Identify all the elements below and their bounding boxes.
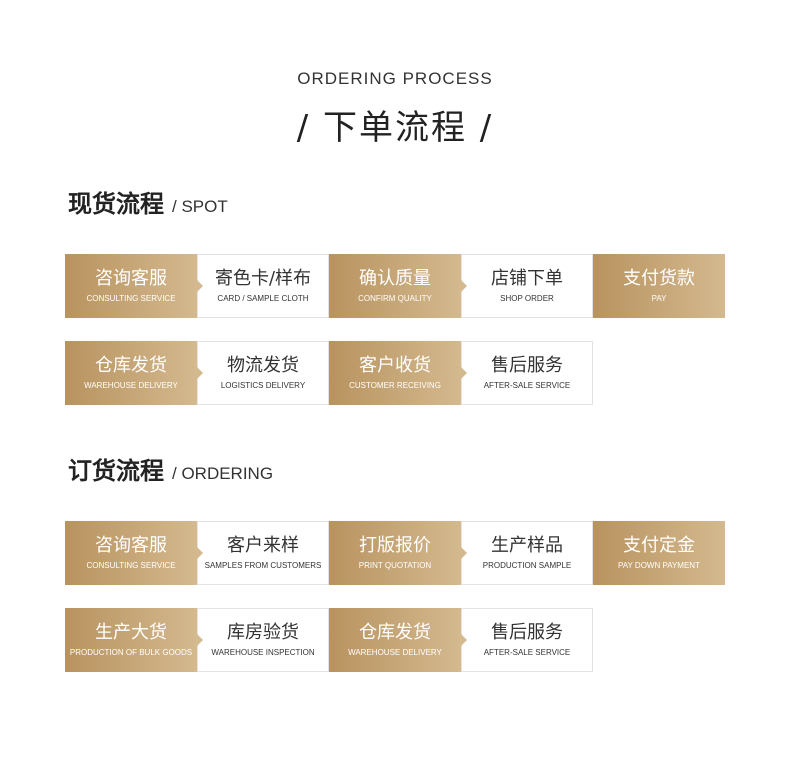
ordering-step-customer-samples: 客户来样 SAMPLES FROM CUSTOMERS <box>197 521 329 585</box>
spot-step-customer-receiving: 客户收货 CUSTOMER RECEIVING <box>329 341 467 405</box>
ordering-step-down-payment: 支付定金 PAY DOWN PAYMENT <box>593 521 725 585</box>
arrow-right-icon <box>461 547 467 559</box>
step-label-en: AFTER-SALE SERVICE <box>483 648 571 657</box>
step-label-cn: 打版报价 <box>359 535 431 556</box>
step-label-cn: 生产样品 <box>491 535 563 556</box>
step-label-en: PAY <box>651 294 667 303</box>
ordering-row-1: 咨询客服 CONSULTING SERVICE 客户来样 SAMPLES FRO… <box>65 521 725 585</box>
step-label-cn: 咨询客服 <box>95 268 167 289</box>
step-label-cn: 确认质量 <box>359 268 431 289</box>
step-label-en: CONFIRM QUALITY <box>358 294 432 303</box>
step-label-cn: 仓库发货 <box>95 355 167 376</box>
step-label-en: LOGISTICS DELIVERY <box>220 381 306 390</box>
arrow-right-icon <box>197 280 203 292</box>
spot-step-logistics: 物流发货 LOGISTICS DELIVERY <box>197 341 329 405</box>
ordering-step-warehouse-delivery: 仓库发货 WAREHOUSE DELIVERY <box>329 608 467 672</box>
step-label-en: PRINT QUOTATION <box>358 561 432 570</box>
ordering-title-cn: 订货流程 <box>68 457 164 485</box>
ordering-section-title: 订货流程 / ORDERING <box>68 451 274 485</box>
ordering-row-2: 生产大货 PRODUCTION OF BULK GOODS 库房验货 WAREH… <box>65 608 593 672</box>
arrow-right-icon <box>197 547 203 559</box>
step-label-cn: 支付定金 <box>623 535 695 556</box>
arrow-right-icon <box>197 634 203 646</box>
step-label-en: SAMPLES FROM CUSTOMERS <box>204 561 322 570</box>
header-title-en: ORDERING PROCESS <box>297 69 493 88</box>
spot-step-warehouse-delivery: 仓库发货 WAREHOUSE DELIVERY <box>65 341 203 405</box>
step-label-en: CONSULTING SERVICE <box>86 561 176 570</box>
spot-step-sample-card: 寄色卡/样布 CARD / SAMPLE CLOTH <box>197 254 329 318</box>
step-label-cn: 寄色卡/样布 <box>214 268 312 289</box>
arrow-right-icon <box>197 367 203 379</box>
spot-section-title: 现货流程 / SPOT <box>68 184 228 218</box>
step-label-en: WAREHOUSE INSPECTION <box>211 648 315 657</box>
ordering-step-after-sale: 售后服务 AFTER-SALE SERVICE <box>461 608 593 672</box>
step-label-cn: 支付货款 <box>623 268 695 289</box>
spot-title-en: / SPOT <box>172 197 228 216</box>
step-label-en: WAREHOUSE DELIVERY <box>348 648 442 657</box>
step-label-cn: 库房验货 <box>227 622 299 643</box>
step-label-cn: 生产大货 <box>95 622 167 643</box>
step-label-cn: 客户收货 <box>359 355 431 376</box>
step-label-cn: 咨询客服 <box>95 535 167 556</box>
spot-step-after-sale: 售后服务 AFTER-SALE SERVICE <box>461 341 593 405</box>
spot-step-shop-order: 店铺下单 SHOP ORDER <box>461 254 593 318</box>
ordering-step-consulting: 咨询客服 CONSULTING SERVICE <box>65 521 203 585</box>
spot-step-pay: 支付货款 PAY <box>593 254 725 318</box>
step-label-en: PRODUCTION SAMPLE <box>482 561 572 570</box>
step-label-cn: 售后服务 <box>491 355 563 376</box>
step-label-cn: 物流发货 <box>227 355 299 376</box>
step-label-en: CARD / SAMPLE CLOTH <box>217 294 309 303</box>
step-label-en: SHOP ORDER <box>500 294 554 303</box>
step-label-en: AFTER-SALE SERVICE <box>483 381 571 390</box>
step-label-en: WAREHOUSE DELIVERY <box>84 381 178 390</box>
ordering-step-production-sample: 生产样品 PRODUCTION SAMPLE <box>461 521 593 585</box>
arrow-right-icon <box>461 367 467 379</box>
step-label-en: PAY DOWN PAYMENT <box>618 561 700 570</box>
spot-row-1: 咨询客服 CONSULTING SERVICE 寄色卡/样布 CARD / SA… <box>65 254 725 318</box>
step-label-en: CUSTOMER RECEIVING <box>349 381 441 390</box>
spot-step-confirm-quality: 确认质量 CONFIRM QUALITY <box>329 254 467 318</box>
spot-row-2: 仓库发货 WAREHOUSE DELIVERY 物流发货 LOGISTICS D… <box>65 341 593 405</box>
spot-title-cn: 现货流程 <box>68 190 164 218</box>
ordering-step-print-quotation: 打版报价 PRINT QUOTATION <box>329 521 467 585</box>
ordering-step-bulk-production: 生产大货 PRODUCTION OF BULK GOODS <box>65 608 203 672</box>
arrow-right-icon <box>461 634 467 646</box>
header-title-cn: / 下单流程 / <box>296 108 494 148</box>
ordering-title-en: / ORDERING <box>172 464 274 483</box>
step-label-cn: 客户来样 <box>227 535 299 556</box>
step-label-cn: 售后服务 <box>491 622 563 643</box>
spot-step-consulting: 咨询客服 CONSULTING SERVICE <box>65 254 203 318</box>
step-label-cn: 仓库发货 <box>359 622 431 643</box>
step-label-en: PRODUCTION OF BULK GOODS <box>69 648 193 657</box>
step-label-cn: 店铺下单 <box>491 268 563 289</box>
step-label-en: CONSULTING SERVICE <box>86 294 176 303</box>
arrow-right-icon <box>461 280 467 292</box>
ordering-step-warehouse-inspection: 库房验货 WAREHOUSE INSPECTION <box>197 608 329 672</box>
